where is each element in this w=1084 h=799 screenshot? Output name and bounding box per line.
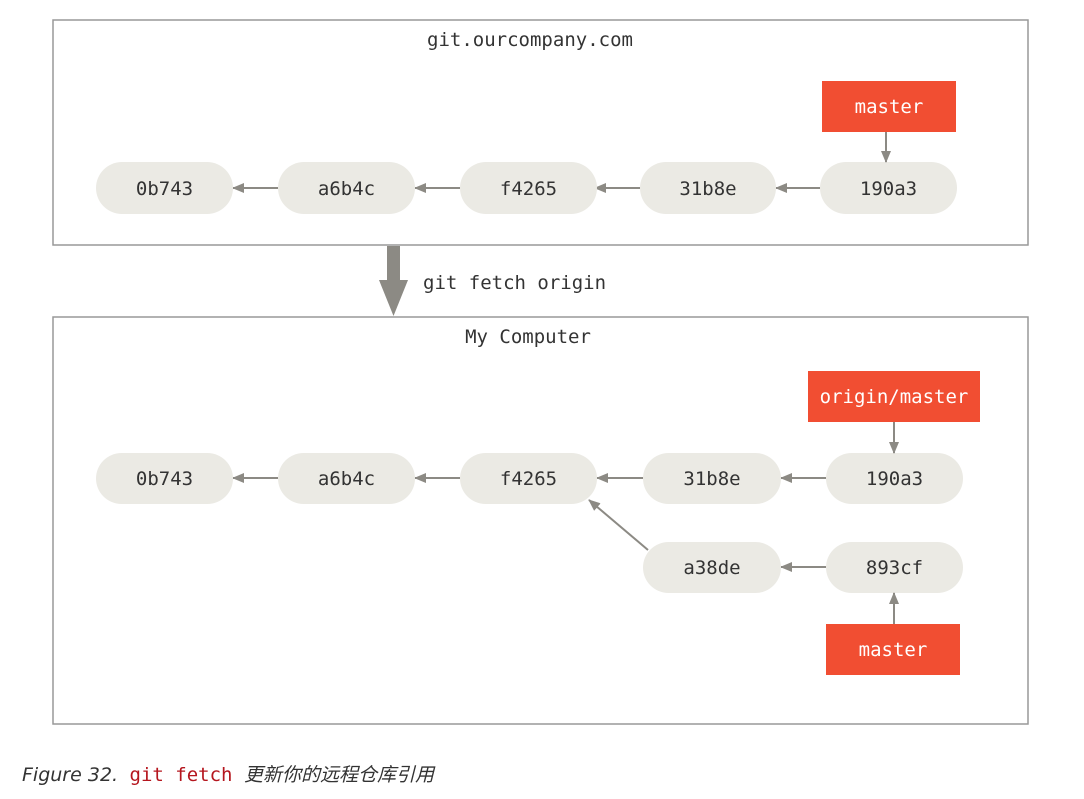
server-commit-label: 190a3 <box>860 178 917 200</box>
local-ref-origin-master-label: origin/master <box>820 386 969 408</box>
caption-code: git fetch <box>129 764 233 786</box>
caption-text: 更新你的远程仓库引用 <box>243 764 434 786</box>
server-repo-title: git.ourcompany.com <box>427 29 633 51</box>
local-commit-label: 31b8e <box>683 468 740 490</box>
local-commit-a38de: a38de <box>643 542 781 593</box>
server-commit-label: 31b8e <box>679 178 736 200</box>
server-ref-master-label: master <box>855 96 924 118</box>
local-repo-title: My Computer <box>465 326 591 348</box>
server-commit-label: 0b743 <box>136 178 193 200</box>
local-commit-a6b4c: a6b4c <box>278 453 415 504</box>
local-commit-893cf: 893cf <box>826 542 963 593</box>
server-commit-a6b4c: a6b4c <box>278 162 415 214</box>
server-commit-f4265: f4265 <box>460 162 597 214</box>
local-commit-label: 190a3 <box>866 468 923 490</box>
server-commit-label: a6b4c <box>318 178 375 200</box>
git-fetch-diagram: git.ourcompany.com 0b743 a6b4c f4265 31b… <box>52 19 1029 725</box>
local-commit-label: f4265 <box>500 468 557 490</box>
caption-figure-number: Figure 32. <box>22 764 119 786</box>
local-commit-label: a6b4c <box>318 468 375 490</box>
server-commit-190a3: 190a3 <box>820 162 957 214</box>
local-ref-master-label: master <box>859 639 928 661</box>
server-ref-master: master <box>822 81 956 132</box>
server-commit-31b8e: 31b8e <box>640 162 776 214</box>
server-commit-0b743: 0b743 <box>96 162 233 214</box>
local-commit-label: 0b743 <box>136 468 193 490</box>
local-commit-label: a38de <box>683 557 740 579</box>
local-arrow-a38de-f4265 <box>588 499 649 551</box>
local-ref-origin-master: origin/master <box>808 371 980 422</box>
local-commit-label: 893cf <box>866 557 923 579</box>
fetch-command-label: git fetch origin <box>423 272 606 294</box>
server-commit-label: f4265 <box>500 178 557 200</box>
local-commit-f4265: f4265 <box>460 453 597 504</box>
local-commit-190a3: 190a3 <box>826 453 963 504</box>
local-commit-0b743: 0b743 <box>96 453 233 504</box>
figure-caption: Figure 32. git fetch 更新你的远程仓库引用 <box>22 760 434 787</box>
local-ref-master: master <box>826 624 960 675</box>
fetch-arrow <box>379 246 408 316</box>
local-commit-31b8e: 31b8e <box>643 453 781 504</box>
